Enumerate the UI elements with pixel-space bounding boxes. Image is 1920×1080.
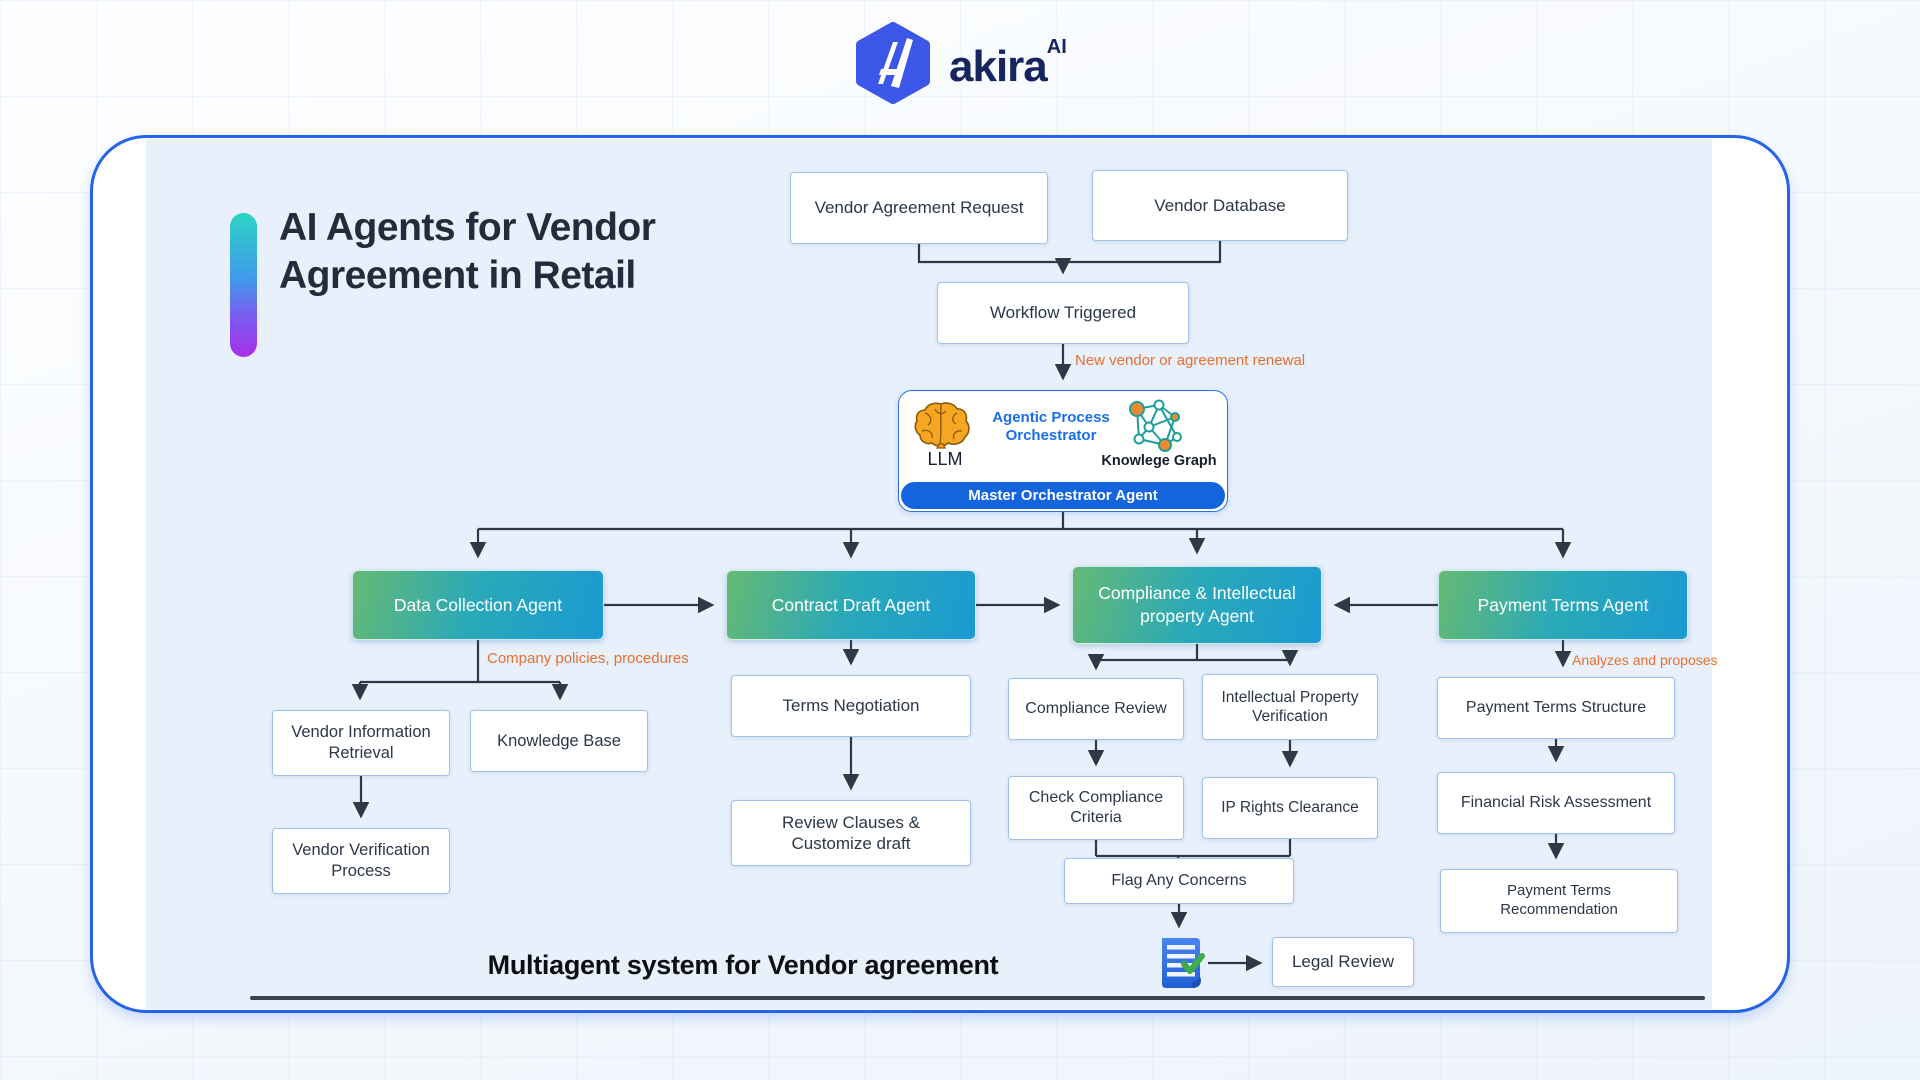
llm-label: LLM (927, 449, 963, 469)
node-workflow-triggered: Workflow Triggered (937, 282, 1189, 344)
agentic-process-orchestrator-label: Agentic Process Orchestrator (992, 409, 1110, 444)
knowledge-graph-icon (1129, 399, 1182, 452)
brand-superscript: AI (1046, 36, 1067, 58)
edge-label-analyzes-proposes: Analyzes and proposes (1572, 652, 1718, 668)
node-payment-terms-structure: Payment Terms Structure (1437, 677, 1675, 739)
node-ip-rights-clearance: IP Rights Clearance (1202, 777, 1378, 839)
node-legal-review: Legal Review (1272, 937, 1414, 987)
node-vendor-agreement-request: Vendor Agreement Request (790, 172, 1048, 244)
master-orchestrator-pill: Master Orchestrator Agent (901, 482, 1225, 509)
master-orchestrator-box: LLM Agentic Process Orchestrator Knowleg… (898, 390, 1228, 512)
page-title-line2: Agreement in Retail (279, 254, 636, 298)
node-payment-terms-agent: Payment Terms Agent (1438, 570, 1688, 640)
node-vendor-verification-process: Vendor Verification Process (272, 828, 450, 894)
brain-icon (914, 402, 970, 449)
node-check-compliance-criteria: Check Compliance Criteria (1008, 776, 1184, 840)
page-title: AI Agents for Vendor Agreement in Retail (279, 204, 839, 301)
node-compliance-review: Compliance Review (1008, 678, 1184, 740)
brand-logo: akiraAI (853, 22, 1067, 104)
caption-underline (250, 996, 1705, 1000)
node-payment-terms-recommendation: Payment Terms Recommendation (1440, 869, 1678, 933)
node-knowledge-base: Knowledge Base (470, 710, 648, 772)
page-title-line1: AI Agents for Vendor (279, 206, 656, 249)
document-check-icon (1162, 938, 1205, 988)
node-contract-draft-agent: Contract Draft Agent (726, 570, 976, 640)
node-data-collection-agent: Data Collection Agent (352, 570, 604, 640)
node-compliance-ip-agent: Compliance & Intellectual property Agent (1072, 566, 1322, 644)
node-review-clauses: Review Clauses & Customize draft (731, 800, 971, 866)
edge-label-new-vendor: New vendor or agreement renewal (1075, 352, 1306, 369)
node-terms-negotiation: Terms Negotiation (731, 675, 971, 737)
node-vendor-database: Vendor Database (1092, 170, 1348, 241)
node-flag-any-concerns: Flag Any Concerns (1064, 858, 1294, 904)
knowledge-graph-label: Knowlege Graph (1101, 453, 1217, 469)
node-vendor-information-retrieval: Vendor Information Retrieval (272, 710, 450, 776)
node-ip-verification: Intellectual Property Verification (1202, 674, 1378, 740)
node-financial-risk-assessment: Financial Risk Assessment (1437, 772, 1675, 834)
edge-label-company-policies: Company policies, procedures (487, 650, 689, 667)
brand-name: akiraAI (949, 36, 1067, 91)
diagram-caption: Multiagent system for Vendor agreement (487, 950, 999, 980)
title-accent-bar (230, 213, 257, 357)
akira-hexagon-icon (856, 22, 930, 104)
